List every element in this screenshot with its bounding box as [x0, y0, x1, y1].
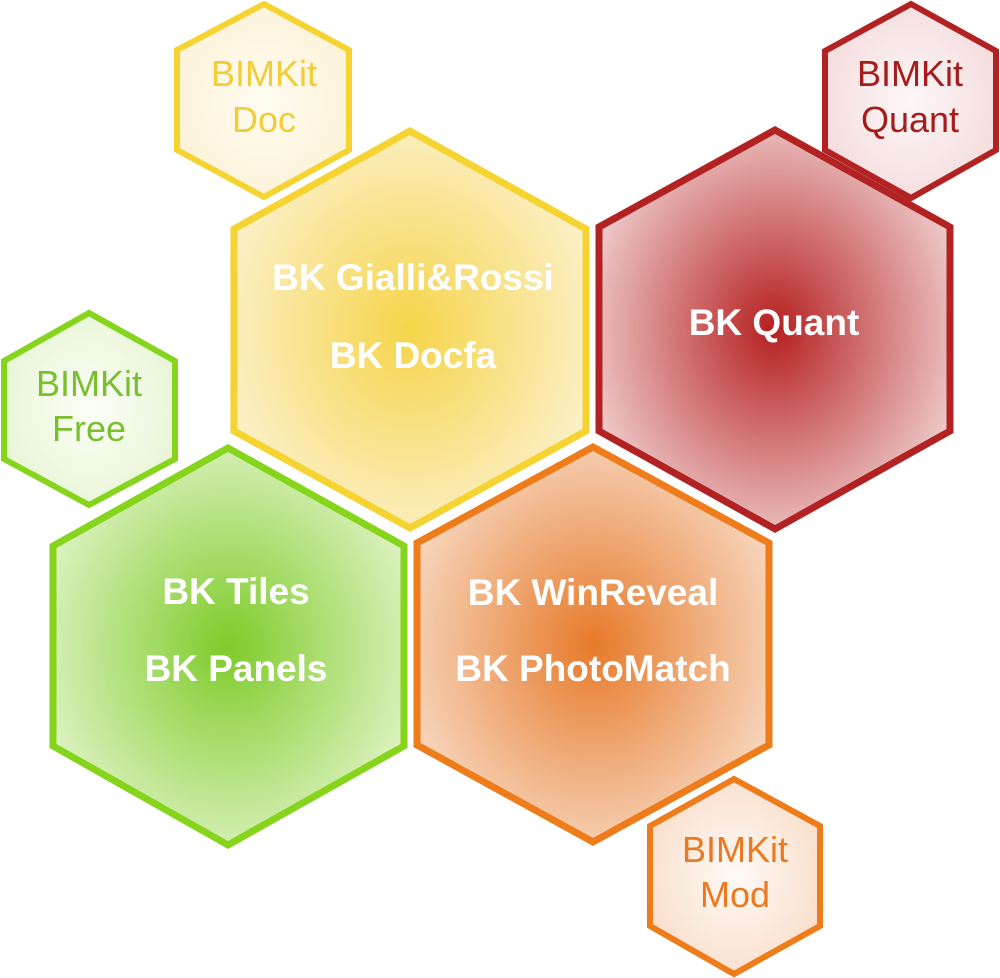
- hexagon-gialli-rossi: BK Gialli&Rossi BK Docfa: [230, 126, 590, 532]
- hexagon-bimkit-free-line-1: BIMKit: [36, 363, 142, 404]
- hexagon-bimkit-free: BIMKit Free: [0, 309, 178, 509]
- hexagon-bimkit-quant: BIMKit Quant: [822, 0, 999, 202]
- hexagon-bimkit-quant-line-1: BIMKit: [857, 53, 963, 94]
- hexagon-bimkit-doc-line-2: Doc: [232, 99, 296, 140]
- hexagon-bimkit-doc-line-1: BIMKit: [211, 53, 317, 94]
- hexagon-bimkit-doc: BIMKit Doc: [174, 0, 352, 201]
- hexagon-bimkit-free-line-2: Free: [52, 408, 126, 449]
- hexagon-bimkit-mod: BIMKit Mod: [647, 775, 823, 978]
- hexagon-winreveal-line-1: BK WinReveal: [468, 572, 719, 613]
- hexagon-bimkit-mod-shape: [647, 775, 823, 978]
- hexagon-bimkit-free-shape: [0, 309, 178, 509]
- hexagon-gialli-rossi-line-1: BK Gialli&Rossi: [272, 257, 554, 298]
- hexagon-quant: BK Quant: [595, 126, 954, 534]
- hexagon-tiles-shape: [49, 443, 408, 850]
- hexagon-bimkit-doc-shape: [174, 0, 352, 201]
- hexagon-quant-line-1: BK Quant: [689, 302, 860, 343]
- hexagon-tiles: BK Tiles BK Panels: [49, 443, 408, 850]
- hexagon-bimkit-mod-line-1: BIMKit: [682, 829, 788, 870]
- hexagon-bimkit-mod-line-2: Mod: [700, 874, 770, 915]
- hexagon-bimkit-quant-line-2: Quant: [861, 99, 959, 140]
- hexagon-gialli-rossi-shape: [230, 126, 590, 532]
- hexagon-winreveal-shape: [413, 443, 773, 846]
- hexagon-winreveal: BK WinReveal BK PhotoMatch: [413, 443, 773, 846]
- hexagon-tiles-line-1: BK Tiles: [162, 571, 309, 612]
- hexagon-quant-shape: [595, 126, 954, 534]
- hexagon-bimkit-quant-shape: [822, 0, 999, 202]
- hexagon-tiles-line-2: BK Panels: [144, 648, 327, 689]
- hexagon-winreveal-line-2: BK PhotoMatch: [455, 648, 730, 689]
- hexagon-gialli-rossi-line-2: BK Docfa: [330, 335, 497, 376]
